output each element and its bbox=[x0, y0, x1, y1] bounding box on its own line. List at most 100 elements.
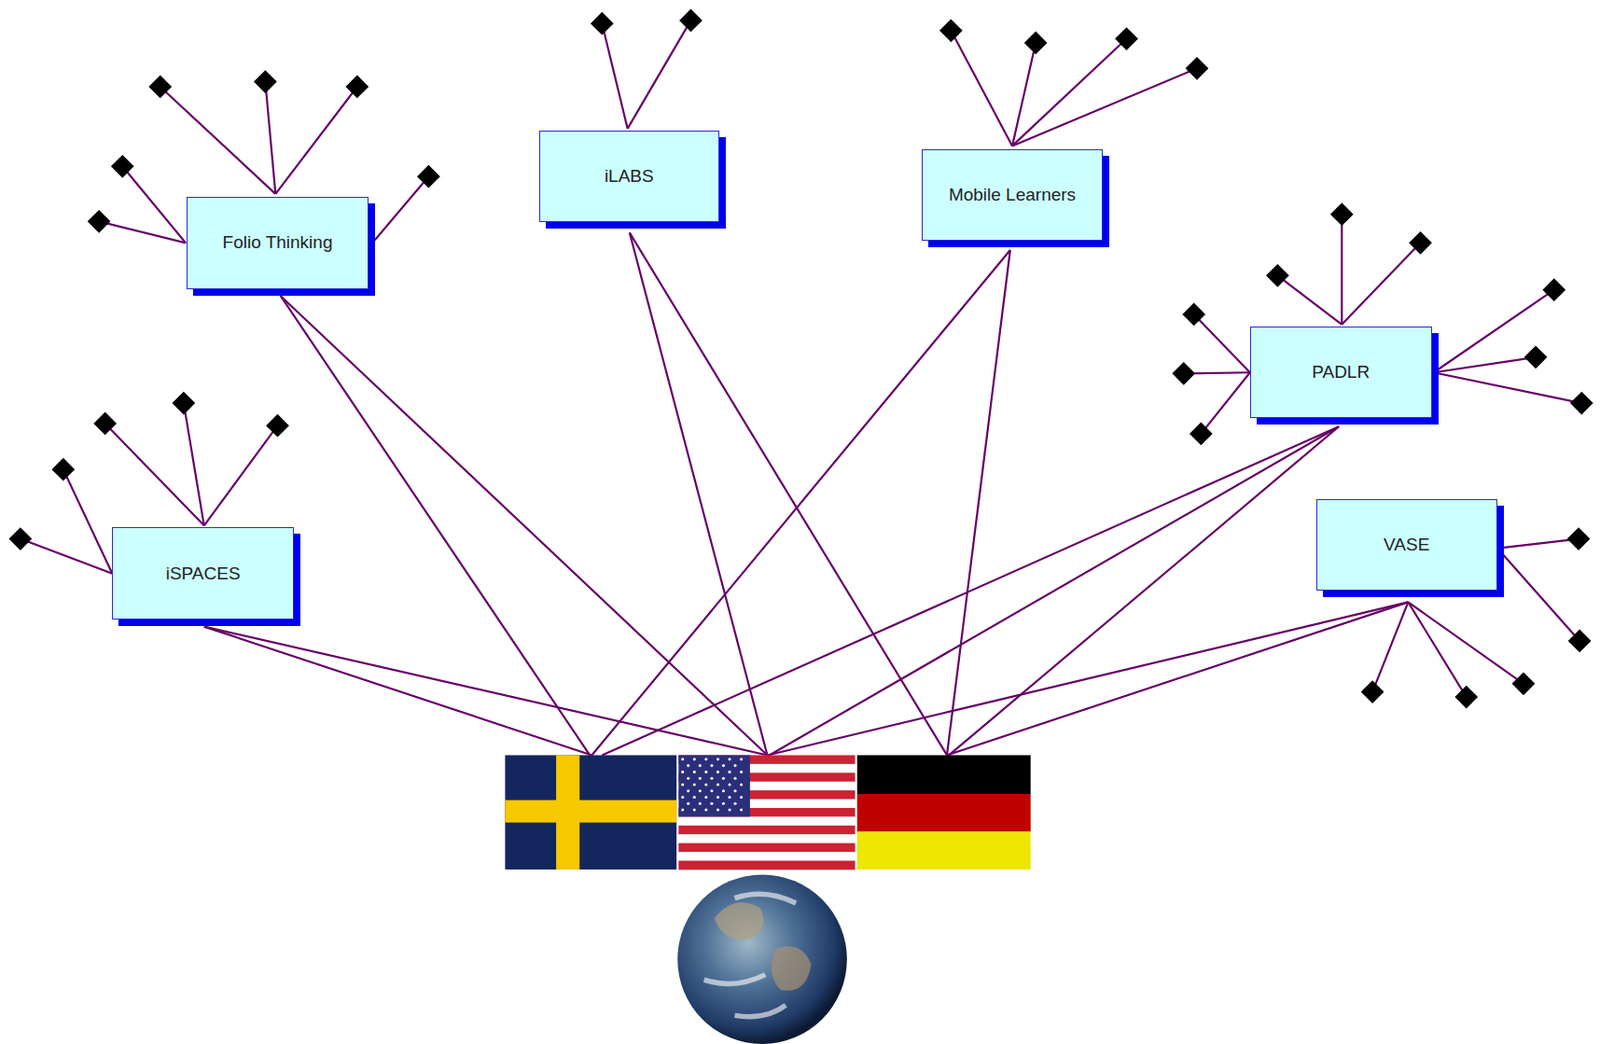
connection-line bbox=[280, 295, 768, 755]
project-box: PADLR bbox=[1250, 326, 1433, 418]
connection-line bbox=[280, 295, 590, 755]
member-diamond bbox=[1408, 231, 1433, 255]
connection-line bbox=[946, 250, 1011, 755]
connection-line bbox=[1433, 290, 1555, 374]
member-diamond bbox=[679, 9, 703, 33]
connection-line bbox=[204, 626, 768, 756]
usa-stripe bbox=[678, 816, 855, 826]
connection-line bbox=[1341, 242, 1420, 325]
usa-star bbox=[734, 802, 738, 806]
usa-star bbox=[716, 770, 720, 774]
member-diamond bbox=[939, 18, 963, 42]
usa-star bbox=[704, 782, 708, 786]
usa-star bbox=[698, 764, 702, 767]
connection-line bbox=[1012, 68, 1197, 146]
project-box: Folio Thinking bbox=[186, 196, 369, 289]
germany-flag bbox=[857, 793, 1031, 832]
usa-star bbox=[722, 789, 725, 793]
usa-star bbox=[704, 808, 708, 812]
connection-line bbox=[20, 539, 112, 574]
member-diamond bbox=[1524, 345, 1548, 369]
usa-star bbox=[681, 782, 684, 786]
usa-star bbox=[739, 770, 743, 774]
member-diamond bbox=[172, 391, 196, 416]
project-label: iSPACES bbox=[166, 563, 241, 585]
usa-star bbox=[716, 782, 720, 786]
usa-star bbox=[709, 777, 713, 780]
connection-line bbox=[629, 232, 768, 755]
member-diamond bbox=[87, 209, 112, 234]
member-diamond bbox=[1570, 391, 1594, 416]
usa-star bbox=[698, 802, 702, 806]
usa-star bbox=[728, 808, 732, 812]
connection-line bbox=[372, 176, 429, 243]
connection-line bbox=[275, 86, 358, 195]
connection-line bbox=[1277, 275, 1342, 325]
member-diamond bbox=[1568, 629, 1592, 654]
usa-star bbox=[728, 757, 732, 761]
usa-star bbox=[704, 795, 708, 799]
member-diamond bbox=[1024, 31, 1048, 56]
connection-line bbox=[1407, 601, 1466, 697]
wire-group bbox=[9, 9, 1594, 756]
connection-line bbox=[1012, 39, 1127, 147]
project-label: VASE bbox=[1383, 534, 1430, 556]
connection-line bbox=[1194, 314, 1251, 373]
germany-flag bbox=[857, 831, 1031, 869]
project-box: Mobile Learners bbox=[921, 149, 1104, 241]
member-diamond bbox=[1185, 56, 1210, 81]
connection-line bbox=[1340, 214, 1343, 325]
usa-star bbox=[739, 757, 743, 761]
usa-star bbox=[728, 770, 732, 774]
connection-line bbox=[204, 425, 279, 526]
connection-line bbox=[950, 30, 1013, 147]
usa-star bbox=[681, 808, 684, 812]
member-diamond bbox=[345, 75, 369, 99]
usa-star bbox=[681, 795, 684, 799]
usa-star bbox=[704, 770, 708, 774]
member-diamond bbox=[51, 458, 75, 482]
member-diamond bbox=[9, 527, 33, 551]
member-diamond bbox=[417, 165, 441, 189]
connection-line bbox=[1372, 601, 1408, 692]
connection-line bbox=[122, 166, 186, 243]
connection-line bbox=[183, 403, 205, 526]
project-label: iLABS bbox=[604, 166, 654, 187]
usa-star bbox=[734, 789, 738, 793]
connection-line bbox=[769, 426, 1339, 755]
member-diamond bbox=[1512, 671, 1536, 696]
usa-star bbox=[722, 777, 725, 780]
usa-stripe bbox=[678, 825, 855, 835]
member-diamond bbox=[1266, 264, 1290, 288]
usa-stripe bbox=[678, 861, 855, 871]
member-diamond bbox=[1567, 527, 1591, 551]
connection-line bbox=[767, 601, 1409, 755]
connection-line bbox=[591, 250, 1010, 755]
member-diamond bbox=[1171, 361, 1196, 386]
earth-land bbox=[714, 902, 765, 940]
connection-line bbox=[1500, 551, 1580, 641]
usa-star bbox=[704, 757, 708, 761]
sweden-cross bbox=[504, 800, 677, 823]
member-diamond bbox=[1361, 680, 1385, 704]
usa-star bbox=[734, 764, 738, 767]
usa-star bbox=[686, 789, 690, 793]
usa-star bbox=[681, 770, 684, 774]
usa-star bbox=[728, 795, 732, 799]
project-label: PADLR bbox=[1311, 361, 1370, 383]
usa-star bbox=[728, 782, 732, 786]
connection-line bbox=[948, 426, 1339, 755]
usa-star bbox=[716, 808, 720, 812]
member-diamond bbox=[1114, 27, 1139, 51]
connection-line bbox=[264, 82, 276, 195]
connection-line bbox=[1407, 601, 1524, 684]
member-diamond bbox=[111, 154, 135, 179]
connection-line bbox=[627, 20, 692, 129]
usa-star bbox=[693, 795, 696, 799]
project-label: Folio Thinking bbox=[222, 232, 334, 253]
usa-stripe bbox=[678, 843, 855, 853]
project-label: Mobile Learners bbox=[948, 184, 1076, 206]
member-diamond bbox=[1182, 303, 1206, 327]
usa-star bbox=[709, 764, 713, 767]
earth-clouds bbox=[704, 893, 796, 1017]
